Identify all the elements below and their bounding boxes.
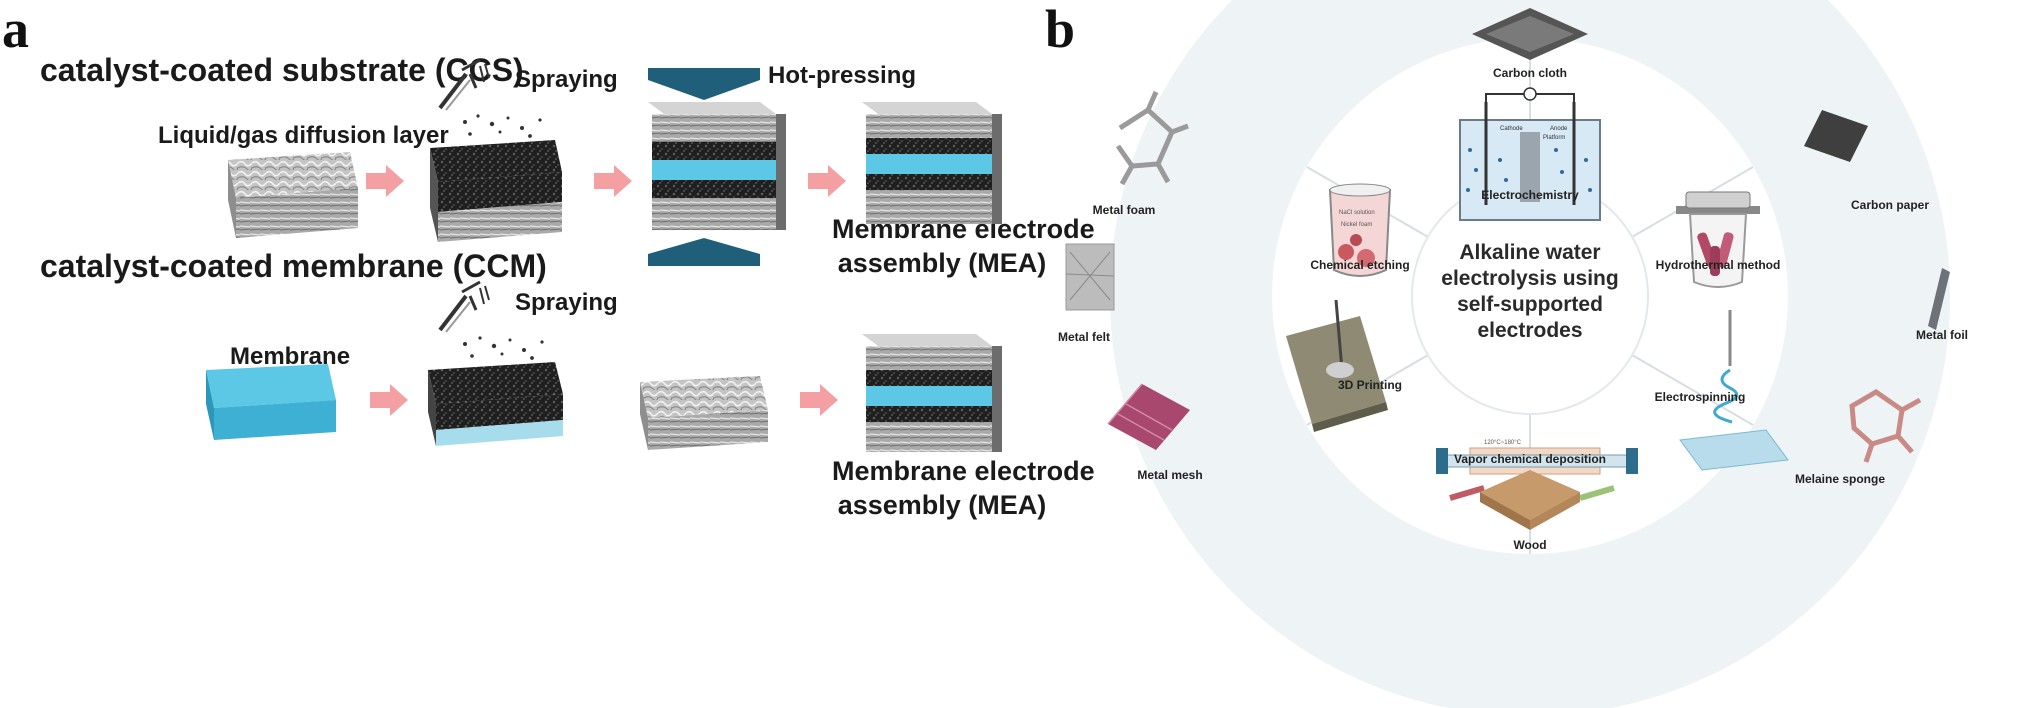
beaker-text-2: Nickel foam	[1341, 222, 1372, 228]
substrate-carbon-paper: Carbon paper	[1850, 198, 1930, 212]
method-electrochemistry: Electrochemistry	[1481, 188, 1579, 202]
gdl-label: Liquid/gas diffusion layer	[158, 122, 449, 149]
gdl-block	[640, 376, 768, 450]
beaker-icon	[1328, 183, 1392, 277]
substrate-metal-foam: Metal foam	[1092, 203, 1156, 217]
arrow-icon	[370, 384, 408, 416]
metal-felt-icon	[1065, 243, 1115, 311]
3d-printer-icon	[1286, 299, 1388, 432]
anode-text: Anode	[1550, 126, 1568, 132]
center-line: electrolysis using	[1441, 267, 1619, 290]
method-vapor-deposition: Vapor chemical deposition	[1453, 452, 1607, 466]
membrane-label: Membrane	[230, 343, 351, 370]
center-title: Alkaline water electrolysis using self-s…	[1441, 240, 1618, 344]
beaker-text-1: NaCl solution	[1339, 210, 1375, 216]
ccm-title: catalyst-coated membrane (CCM)	[40, 248, 547, 284]
gdl-block	[228, 152, 358, 238]
mea-stack-ccs	[862, 102, 1002, 224]
spray-particles	[463, 114, 544, 360]
panel-b-illustration: Cathode Anode Platform NaCl solution Nic…	[1065, 0, 1950, 708]
membrane-block	[206, 364, 336, 440]
wood-icon	[1480, 470, 1580, 530]
hot-pressing-label: Hot-pressing	[768, 62, 917, 89]
substrate-metal-felt: Metal felt	[1057, 330, 1111, 344]
ccs-sprayed-block	[430, 140, 562, 242]
panel-a-label: a	[2, 0, 29, 59]
method-3d-printing: 3D Printing	[1337, 378, 1403, 392]
platform-text: Platform	[1543, 135, 1565, 141]
substrate-metal-foil: Metal foil	[1915, 328, 1969, 342]
center-line: Alkaline water	[1459, 241, 1601, 264]
metal-foam-icon	[1115, 90, 1189, 186]
press-arrow-up-icon	[648, 238, 760, 266]
electrochemistry-cell-icon	[1459, 87, 1601, 221]
spraying-label-ccm: Spraying	[515, 289, 618, 316]
center-line: electrodes	[1477, 319, 1583, 342]
method-hydrothermal: Hydrothermal method	[1655, 258, 1781, 272]
panel-a-illustration	[206, 58, 1002, 452]
substrate-metal-mesh: Metal mesh	[1137, 468, 1203, 482]
melaine-sponge-icon	[1849, 389, 1922, 463]
substrate-wood: Wood	[1513, 538, 1547, 552]
mea-stack-ccm	[862, 334, 1002, 452]
metal-mesh-icon	[1107, 383, 1190, 450]
method-electrospinning: Electrospinning	[1654, 390, 1746, 404]
substrate-carbon-cloth: Carbon cloth	[1493, 66, 1567, 80]
arrow-icon	[808, 165, 846, 197]
cathode-text: Cathode	[1500, 126, 1523, 132]
arrow-icon	[366, 165, 404, 197]
arrow-icon	[800, 384, 838, 416]
press-arrow-down-icon	[648, 68, 760, 100]
mea-label-line1: Membrane electrode	[832, 456, 1095, 486]
metal-foil-icon	[1928, 268, 1950, 330]
ccs-title: catalyst-coated substrate (CCS)	[40, 52, 524, 88]
cvd-temp-text: 120°C~180°C	[1484, 440, 1522, 446]
method-chemical-etching: Chemical etching	[1310, 258, 1410, 272]
ccm-sprayed-block	[428, 362, 563, 446]
autoclave-icon	[1676, 191, 1760, 288]
sprayer-icon	[438, 280, 490, 333]
panel-b-label: b	[1045, 0, 1076, 59]
mea-label-line2: assembly (MEA)	[837, 248, 1047, 278]
carbon-cloth-icon	[1472, 8, 1588, 60]
mea-label-line2: assembly (MEA)	[837, 490, 1047, 520]
center-line: self-supported	[1457, 293, 1603, 316]
sprayer-icon	[438, 58, 490, 111]
cvd-furnace-icon	[1436, 447, 1638, 501]
hot-press-stack	[648, 102, 786, 230]
carbon-paper-icon	[1804, 110, 1868, 162]
arrow-icon	[594, 165, 632, 197]
substrate-melaine-sponge: Melaine sponge	[1794, 472, 1886, 486]
spraying-label-ccs: Spraying	[515, 66, 618, 93]
electrospinning-icon	[1679, 310, 1789, 471]
mea-label-ccm: Membrane electrode assembly (MEA)	[832, 454, 1095, 522]
